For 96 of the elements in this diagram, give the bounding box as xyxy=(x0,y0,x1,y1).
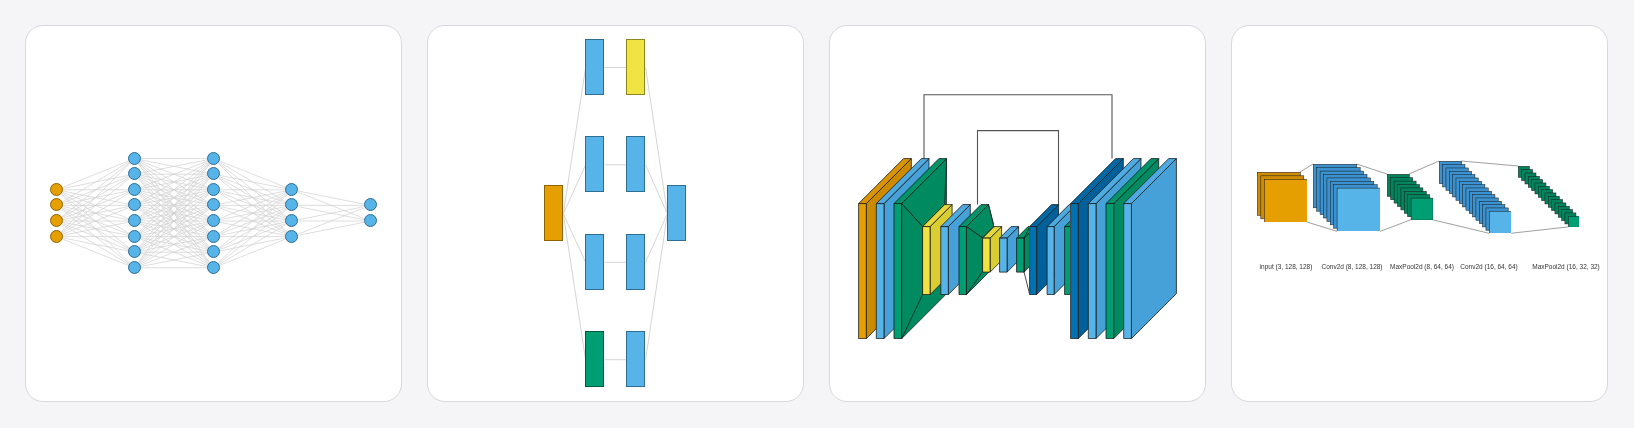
connection-line xyxy=(140,236,208,237)
connection-line xyxy=(217,194,288,264)
skip-connection-line xyxy=(976,130,1060,205)
neuron-node xyxy=(285,198,298,212)
projection-line xyxy=(1432,219,1490,234)
connection-line xyxy=(62,237,129,252)
projection-line xyxy=(1306,221,1338,232)
connection-line xyxy=(219,238,287,266)
connection-line xyxy=(60,162,131,233)
neuron-node xyxy=(127,229,141,243)
connection-line xyxy=(218,177,288,233)
connection-line xyxy=(62,160,129,188)
neuron-node xyxy=(285,182,298,196)
connection-line xyxy=(219,175,286,189)
connector-line xyxy=(645,164,668,215)
layer-stack-3d xyxy=(921,203,995,296)
connector-line xyxy=(562,67,587,215)
layer-stack-3d xyxy=(1069,157,1177,340)
connection-line xyxy=(218,177,287,218)
feature-map-stack xyxy=(1517,165,1580,228)
panel-card xyxy=(427,25,804,402)
layer-block xyxy=(543,185,563,242)
connection-line xyxy=(218,209,288,265)
projection-line xyxy=(1356,163,1388,175)
connector-line xyxy=(604,67,628,68)
connection-line xyxy=(61,161,130,203)
feature-map-stack xyxy=(1438,160,1512,234)
connection-line xyxy=(219,176,287,204)
connection-line xyxy=(61,208,130,250)
connection-line xyxy=(61,162,130,218)
neuron-node xyxy=(127,198,141,212)
neuron-node xyxy=(127,167,141,181)
layer-block xyxy=(585,38,605,96)
connection-line xyxy=(218,162,288,218)
connection-line xyxy=(217,162,288,233)
connection-line xyxy=(61,177,130,218)
connection-line xyxy=(297,207,365,235)
connection-line xyxy=(298,221,365,236)
neuron-node xyxy=(49,198,63,212)
connection-line xyxy=(62,238,129,266)
feature-map-stack xyxy=(1256,171,1308,223)
connection-line xyxy=(218,208,287,250)
panel-card xyxy=(1231,25,1608,402)
neuron-node xyxy=(127,214,141,227)
connection-line xyxy=(62,223,129,251)
layer-block xyxy=(585,136,605,193)
neuron-node xyxy=(49,229,63,243)
neuron-node xyxy=(49,182,63,196)
connection-line xyxy=(61,177,130,233)
connection-line xyxy=(219,237,286,252)
layer-block xyxy=(626,38,646,96)
connection-line xyxy=(218,193,288,249)
layer-block xyxy=(626,136,646,193)
neuron-node xyxy=(127,245,141,259)
layer-block xyxy=(626,331,646,388)
connector-line xyxy=(562,213,587,263)
panel-card xyxy=(25,25,402,402)
neuron-node xyxy=(285,229,298,243)
neuron-node xyxy=(363,214,377,227)
connection-line xyxy=(218,161,287,203)
connection-line xyxy=(297,191,365,219)
connection-line xyxy=(298,190,365,205)
connection-line xyxy=(218,224,287,265)
neuron-node xyxy=(285,214,298,227)
connection-line xyxy=(219,205,286,206)
feature-map-stack xyxy=(1386,173,1433,220)
connection-line xyxy=(219,223,287,251)
layer-block xyxy=(585,331,605,388)
layer-block xyxy=(666,185,686,242)
connection-line xyxy=(219,160,287,188)
projection-line xyxy=(1460,160,1519,167)
connection-line xyxy=(61,209,130,265)
layer-block xyxy=(585,233,605,290)
connector-line xyxy=(645,213,668,263)
connection-line xyxy=(60,194,131,264)
connector-line xyxy=(645,213,668,361)
neuron-node xyxy=(127,151,141,165)
layer-block xyxy=(626,233,646,290)
skip-connection-line xyxy=(923,94,1113,159)
connector-line xyxy=(604,359,628,361)
projection-line xyxy=(1510,226,1569,234)
connector-line xyxy=(562,164,587,215)
projection-line xyxy=(1379,219,1412,232)
projection-line xyxy=(1408,160,1440,175)
connector-line xyxy=(604,261,628,263)
connection-line xyxy=(62,175,129,189)
connection-line xyxy=(61,193,130,249)
connection-line xyxy=(219,220,286,222)
neuron-node xyxy=(363,198,377,212)
feature-map-stack xyxy=(1312,163,1381,232)
neuron-node xyxy=(127,182,141,196)
connection-line xyxy=(61,224,130,265)
projection-line xyxy=(1299,163,1314,173)
connection-line xyxy=(62,176,129,204)
panel-card xyxy=(829,25,1206,402)
neuron-node xyxy=(49,214,63,227)
